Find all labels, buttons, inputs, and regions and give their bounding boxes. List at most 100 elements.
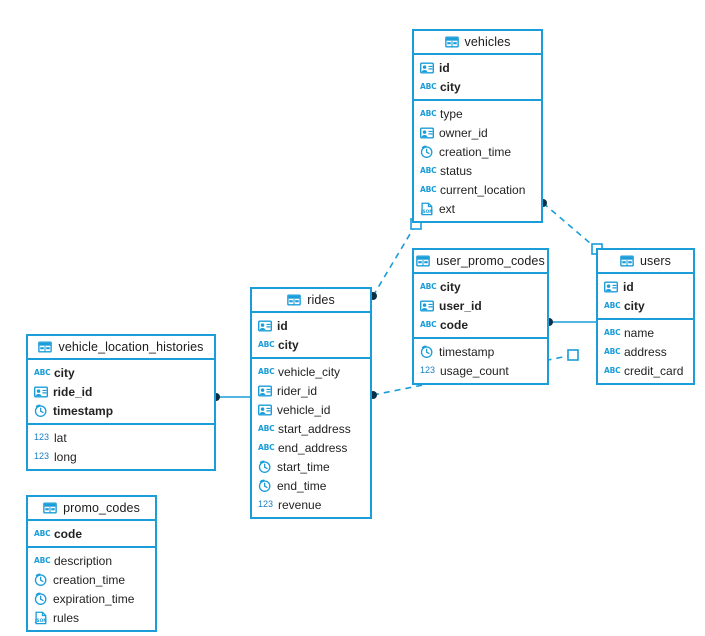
column-row[interactable]: ride_id — [28, 382, 214, 401]
clock-icon — [420, 145, 434, 159]
column-name: vehicle_city — [278, 364, 341, 379]
column-name: usage_count — [440, 363, 509, 378]
relationship-vehicles-users[interactable] — [539, 199, 603, 255]
column-row[interactable]: user_id — [414, 296, 547, 315]
column-row[interactable]: expiration_time — [28, 589, 155, 608]
table-icon — [416, 254, 431, 268]
id-card-icon — [258, 319, 272, 333]
column-name: rules — [53, 610, 80, 625]
table-header-users[interactable]: users — [598, 250, 693, 274]
abc-icon: ABC — [258, 423, 275, 433]
column-name: description — [54, 553, 113, 568]
svg-text:JSON: JSON — [420, 209, 433, 215]
abc-icon: ABC — [258, 366, 275, 376]
abc-icon: ABC — [604, 300, 621, 310]
table-header-rides[interactable]: rides — [252, 289, 370, 313]
abc-icon: ABC — [604, 327, 621, 337]
column-name: expiration_time — [53, 591, 135, 606]
table-header-promo_codes[interactable]: promo_codes — [28, 497, 155, 521]
column-row[interactable]: id — [598, 277, 693, 296]
column-name: start_time — [277, 459, 330, 474]
target-square-marker — [567, 349, 579, 361]
column-row[interactable]: rider_id — [252, 381, 370, 400]
id-card-icon — [420, 126, 434, 140]
column-row[interactable]: timestamp — [414, 342, 547, 361]
column-row[interactable]: owner_id — [414, 123, 541, 142]
column-name: id — [439, 60, 450, 75]
abc-icon: ABC — [420, 281, 437, 291]
column-name: credit_card — [624, 363, 684, 378]
column-name: type — [440, 106, 463, 121]
column-name: creation_time — [53, 572, 126, 587]
abc-icon: ABC — [604, 346, 621, 356]
column-row[interactable]: timestamp — [28, 401, 214, 420]
column-row[interactable]: id — [252, 316, 370, 335]
column-name: vehicle_id — [277, 402, 331, 417]
clock-icon — [34, 592, 48, 606]
column-name: ride_id — [53, 384, 93, 399]
clock-icon — [34, 573, 48, 587]
clock-icon — [34, 404, 48, 418]
column-name: start_address — [278, 421, 351, 436]
abc-icon: ABC — [420, 108, 437, 118]
clock-icon — [420, 345, 434, 359]
column-row[interactable]: start_time — [252, 457, 370, 476]
column-name: end_address — [278, 440, 348, 455]
column-row[interactable]: vehicle_id — [252, 400, 370, 419]
column-row[interactable]: end_time — [252, 476, 370, 495]
table-header-vehicle_location_histories[interactable]: vehicle_location_histories — [28, 336, 214, 360]
table-icon — [287, 293, 302, 307]
relationship-vehicle_location_histories-rides[interactable] — [212, 393, 250, 401]
relationship-user_promo_codes-users[interactable] — [545, 318, 596, 326]
table-header-vehicles[interactable]: vehicles — [414, 31, 541, 55]
column-name: rider_id — [277, 383, 318, 398]
123-icon: 123 — [258, 499, 274, 509]
id-card-icon — [258, 384, 272, 398]
table-title: promo_codes — [63, 501, 140, 515]
column-row[interactable]: creation_time — [414, 142, 541, 161]
column-name: current_location — [440, 182, 526, 197]
column-row[interactable]: creation_time — [28, 570, 155, 589]
id-card-icon — [420, 61, 434, 75]
column-name: lat — [54, 430, 67, 445]
clock-icon — [258, 460, 272, 474]
column-row[interactable]: id — [414, 58, 541, 77]
table-header-user_promo_codes[interactable]: user_promo_codes — [414, 250, 547, 274]
